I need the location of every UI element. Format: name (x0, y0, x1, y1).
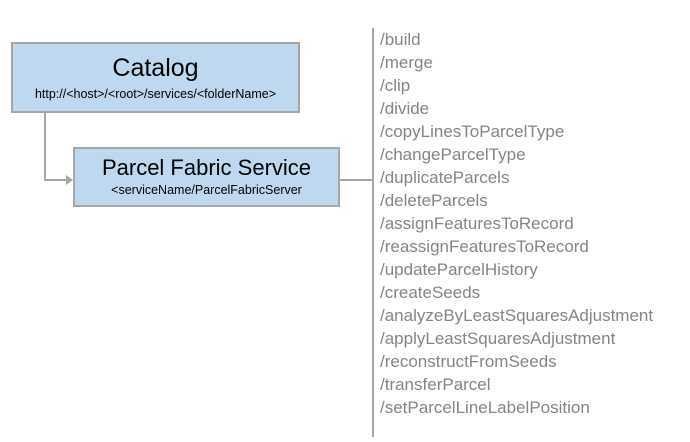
operation-list-item[interactable]: /analyzeByLeastSquaresAdjustment (380, 306, 654, 325)
operation-list-item[interactable]: /reconstructFromSeeds (380, 352, 557, 371)
operation-list-item[interactable]: /changeParcelType (380, 145, 526, 164)
operation-list-item[interactable]: /deleteParcels (380, 191, 488, 210)
operation-list-item[interactable]: /applyLeastSquaresAdjustment (380, 329, 616, 348)
parcel-fabric-service-node[interactable]: Parcel Fabric Service <serviceName/Parce… (73, 147, 340, 207)
operation-list-item[interactable]: /createSeeds (380, 283, 481, 302)
connector-catalog-vertical-segment (44, 113, 46, 181)
operation-list-item[interactable]: /setParcelLineLabelPosition (380, 398, 590, 417)
operation-list-item[interactable]: /assignFeaturesToRecord (380, 214, 574, 233)
catalog-node-url: http://<host>/<root>/services/<folderNam… (34, 86, 277, 101)
connector-arrowhead-icon (66, 175, 73, 185)
operation-list-item[interactable]: /clip (380, 76, 411, 95)
parcel-fabric-service-node-path: <serviceName/ParcelFabricServer (111, 183, 302, 198)
parcel-fabric-service-node-title: Parcel Fabric Service (101, 155, 312, 181)
operation-list-item[interactable]: /merge (380, 53, 433, 72)
catalog-node-title: Catalog (112, 53, 199, 82)
operation-list-item[interactable]: /updateParcelHistory (380, 260, 538, 279)
operation-list-item[interactable]: /reassignFeaturesToRecord (380, 237, 589, 256)
operations-list: /build/merge/clip/divide/copyLinesToParc… (372, 28, 653, 437)
connector-catalog-horizontal-segment (44, 179, 68, 181)
operation-list-item[interactable]: /duplicateParcels (380, 168, 510, 187)
operation-list-item[interactable]: /build (380, 30, 421, 49)
catalog-node[interactable]: Catalog http://<host>/<root>/services/<f… (11, 42, 300, 113)
operation-list-item[interactable]: /transferParcel (380, 375, 491, 394)
operation-list-item[interactable]: /copyLinesToParcelType (380, 122, 565, 141)
operation-list-item[interactable]: /divide (380, 99, 430, 118)
connector-service-to-operations (340, 179, 374, 181)
